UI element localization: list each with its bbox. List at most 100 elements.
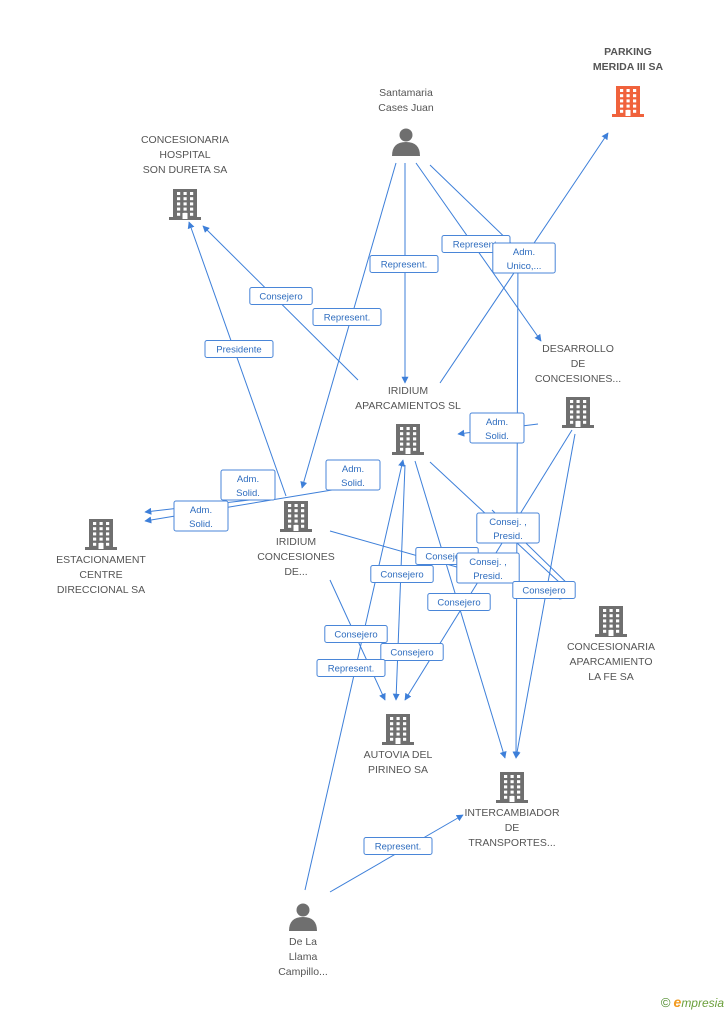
building-window [517,775,521,778]
edge-label[interactable]: Represent. [316,659,386,677]
edge-label-box [370,565,434,583]
building-window [413,437,417,441]
edge-label-text: Presidente [216,345,261,356]
edge-label[interactable]: Consejero [427,593,491,611]
person-head [399,128,413,142]
edge-label-box [427,593,491,611]
edge-label[interactable]: Presidente [204,340,274,358]
edge-label-text: Consejero [425,552,468,563]
edge-label[interactable]: Consej. ,Presid. [476,512,540,544]
edge-label[interactable]: Consejero [370,565,434,583]
edge-label-text: Consejero [259,292,302,303]
building-icon[interactable] [595,606,627,637]
node-intercambiador[interactable]: INTERCAMBIADORDETRANSPORTES... [464,772,560,849]
building-icon[interactable] [496,772,528,803]
edge-label[interactable]: Consejero [324,625,388,643]
person-body [289,917,317,931]
building-icon[interactable] [392,424,424,455]
edge-label[interactable]: Consejero [249,287,313,305]
node-iridium_con[interactable]: IRIDIUMCONCESIONESDE... [257,501,335,578]
building-icon[interactable] [280,501,312,532]
edge-label[interactable]: Adm.Solid. [325,459,381,491]
edge-label[interactable]: Adm.Solid. [469,412,525,444]
building-icon[interactable] [382,714,414,745]
building-icon[interactable] [169,189,201,220]
edge-label-text: Presid. [493,531,523,542]
node-label: PARKING [604,46,652,58]
edge-label[interactable]: Consejero [380,643,444,661]
building-window [183,192,187,195]
node-label: CONCESIONES [257,551,335,563]
building-window [106,522,110,525]
edge-label-box [249,287,313,305]
building-window [177,192,181,195]
person-icon[interactable] [392,128,420,157]
edge-label-box [363,837,433,855]
building-window [93,527,97,531]
edge-label[interactable]: Adm.Solid. [173,500,229,532]
building-window [603,609,607,612]
person-icon[interactable] [289,903,317,932]
building-door [405,448,411,454]
building-icon[interactable] [562,397,594,428]
building-icon[interactable] [85,519,117,550]
edge-label-box [220,469,276,501]
building-window [396,727,400,731]
edge-label-text: Consejero [390,648,433,659]
edge-label-text: Solid. [341,478,365,489]
edge-label-box [469,412,525,444]
building-window [609,619,613,623]
building-window [400,447,404,451]
building-window [626,104,630,108]
building-window [177,207,181,211]
building-window [190,212,194,216]
building-window [576,405,580,409]
edge-label-box [204,340,274,358]
edge-label-box [325,459,381,491]
edge-label-text: Adm. [486,417,508,428]
building-door [293,525,299,531]
building-window [626,94,630,98]
edge-label[interactable]: Represent. [369,255,439,273]
building-window [603,619,607,623]
building-window [603,624,607,628]
building-window [517,785,521,789]
building-window [609,609,613,612]
building-window [93,532,97,536]
building-window [301,514,305,518]
edge-label-box [316,659,386,677]
building-window [301,509,305,513]
edge-label[interactable]: Consej. ,Presid. [456,552,520,584]
edge-label[interactable]: Consejero [512,581,576,599]
brand-logo[interactable]: ©empresia [661,994,724,1010]
node-label: Cases Juan [378,102,434,114]
node-delallama[interactable]: De LaLlamaCampillo... [278,903,328,979]
edge-label[interactable]: Adm.Solid. [220,469,276,501]
building-window [603,629,607,633]
building-window [400,432,404,436]
building-window [294,509,298,513]
building-window [99,532,103,536]
node-desarrollo[interactable]: DESARROLLODECONCESIONES... [535,343,621,428]
edge-label-box [476,512,540,544]
building-window [400,437,404,441]
building-door [625,110,631,116]
edge-label-text: Consej. , [469,557,507,568]
edge-label[interactable]: Represent. [363,837,433,855]
building-icon[interactable] [612,86,644,117]
building-window [99,527,103,531]
building-window [294,519,298,523]
building-window [517,795,521,799]
edge-label[interactable]: Adm.Unico,... [492,242,556,274]
building-window [620,94,624,98]
building-window [390,727,394,731]
edge-label[interactable]: Represent. [312,308,382,326]
